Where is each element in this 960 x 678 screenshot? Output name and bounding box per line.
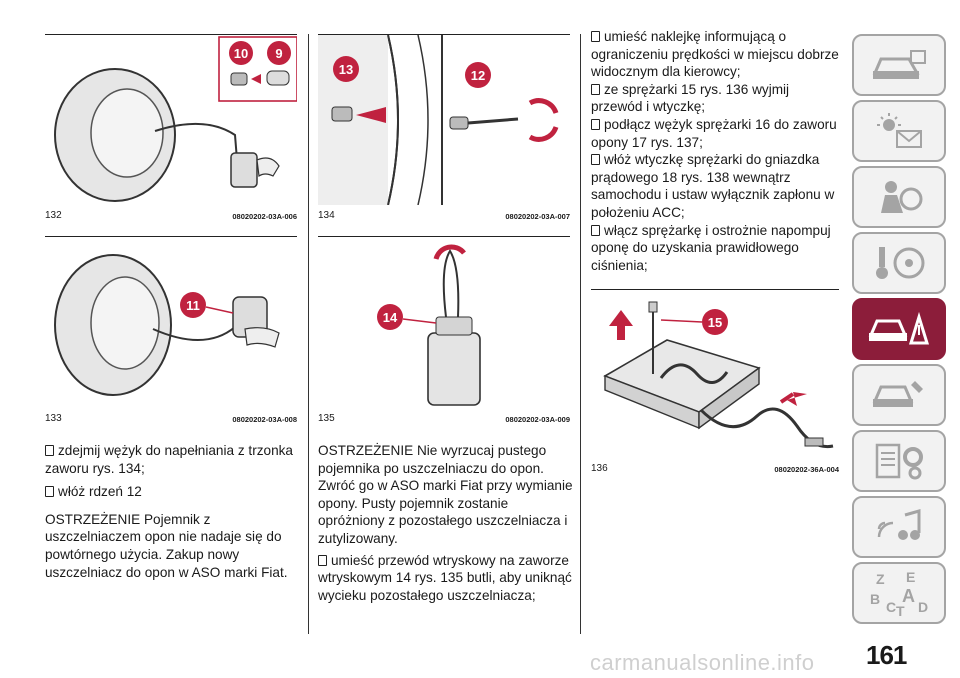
tab-multimedia[interactable]: [852, 496, 946, 558]
car-service-icon: [872, 381, 923, 407]
bullet-item: zdejmij wężyk do napełniania z trzonka z…: [45, 443, 293, 476]
index-letter: A: [902, 586, 915, 606]
tab-index[interactable]: Z E B A C D T: [852, 562, 946, 624]
car-breakdown-icon: [868, 311, 930, 345]
tab-emergency[interactable]: [852, 298, 946, 360]
column-divider: [308, 34, 309, 634]
callout-14: 14: [383, 310, 398, 325]
figure-code: 08020202-03A-009: [505, 415, 570, 424]
bullet-item: włóż rdzeń 12: [45, 484, 142, 499]
index-letter: D: [918, 599, 928, 615]
figure-136: 15: [591, 289, 839, 458]
caption-133: 133 08020202-03A-008: [45, 413, 297, 424]
bullet-item: umieść przewód wtryskowy na zaworze wtry…: [318, 552, 572, 603]
callout-13: 13: [339, 62, 353, 77]
figure-number: 134: [318, 210, 335, 221]
warning-paragraph: OSTRZEŻENIE Nie wyrzucaj pustego pojemni…: [318, 443, 573, 546]
bullet-item: umieść naklejkę informującą o ograniczen…: [591, 29, 839, 80]
figure-code: 08020202-03A-006: [232, 212, 297, 221]
tab-technical-data[interactable]: [852, 430, 946, 492]
tab-safety[interactable]: [852, 166, 946, 228]
index-letter: C: [886, 599, 896, 615]
chapter-tabs: Z E B A C D T: [852, 34, 946, 628]
figure-133: 11: [45, 236, 297, 407]
figure-134: 13 12: [318, 34, 570, 205]
figure-code: 08020202-03A-008: [232, 415, 297, 424]
tab-dashboard[interactable]: [852, 34, 946, 96]
bullet-item: włącz sprężarkę i ostrożnie napompuj opo…: [591, 222, 831, 273]
tab-maintenance[interactable]: [852, 364, 946, 426]
multimedia-icon: [877, 509, 921, 540]
warning-lights-icon: [877, 113, 922, 148]
index-letter: T: [896, 603, 905, 618]
car-dashboard-icon: [872, 50, 926, 79]
figure-number: 135: [318, 413, 335, 424]
tab-starting-driving[interactable]: [852, 232, 946, 294]
caption-136: 136 08020202-36A-004: [591, 463, 839, 474]
airbag-safety-icon: [881, 181, 923, 213]
bullet-item: podłącz wężyk sprężarki 16 do zaworu opo…: [591, 116, 837, 150]
column-1-text: zdejmij wężyk do napełniania z trzonka z…: [45, 442, 300, 587]
callout-12: 12: [471, 68, 485, 83]
page-number: 161: [866, 640, 907, 670]
figure-number: 133: [45, 413, 62, 424]
caption-132: 132 08020202-03A-006: [45, 210, 297, 221]
callout-11: 11: [186, 298, 200, 313]
column-divider: [580, 34, 581, 634]
caption-135: 135 08020202-03A-009: [318, 413, 570, 424]
index-icon: Z E B A C D T: [870, 569, 928, 618]
figure-number: 132: [45, 210, 62, 221]
watermark: carmanualsonline.info: [590, 650, 815, 675]
index-letter: B: [870, 591, 880, 607]
index-letter: Z: [876, 571, 885, 587]
warning-paragraph: OSTRZEŻENIE Pojemnik z uszczelniaczem op…: [45, 511, 288, 580]
tech-data-icon: [875, 443, 923, 480]
key-steering-wheel-icon: [876, 247, 925, 279]
column-3-text: umieść naklejkę informującą o ograniczen…: [591, 28, 841, 274]
bullet-item: ze sprężarki 15 rys. 136 wyjmij przewód …: [591, 81, 790, 115]
callout-10: 10: [234, 46, 248, 61]
callout-15: 15: [708, 315, 722, 330]
tab-warning-lights[interactable]: [852, 100, 946, 162]
figure-132: 10 9: [45, 34, 297, 205]
figure-code: 08020202-36A-004: [774, 465, 839, 474]
column-2-text: OSTRZEŻENIE Nie wyrzucaj pustego pojemni…: [318, 442, 576, 610]
figure-code: 08020202-03A-007: [505, 212, 570, 221]
callout-9: 9: [275, 46, 282, 61]
index-letter: E: [906, 569, 915, 585]
figure-number: 136: [591, 463, 608, 474]
bullet-item: włóż wtyczkę sprężarki do gniazdka prądo…: [591, 152, 835, 220]
figure-135: 14: [318, 236, 570, 407]
caption-134: 134 08020202-03A-007: [318, 210, 570, 221]
